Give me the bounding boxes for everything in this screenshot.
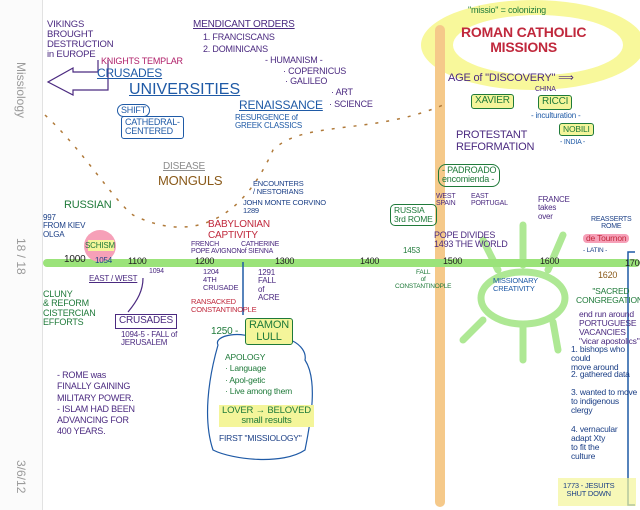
note-galileo: · GALILEO (285, 76, 328, 86)
list-item-4: 4. vernacular adapt Xty to fit the cultu… (571, 424, 618, 461)
note-humanism: - HUMANISM - (265, 55, 323, 65)
notebook-title[interactable]: Missiology (14, 62, 28, 119)
note-resurgence: RESURGENCE of GREEK CLASSICS (235, 113, 303, 131)
note-art: · ART (331, 87, 353, 97)
note-1453: 1453 (403, 246, 420, 255)
note-nobili: NOBILI (559, 123, 594, 136)
note-jesuits-shut-down: 1773 - JESUITS SHUT DOWN (563, 481, 615, 498)
note-missio: "missio" = colonizing (468, 5, 546, 15)
note-fall-constantinople: FALL of CONSTANTINOPLE (395, 269, 452, 290)
note-copernicus: · COPERNICUS (283, 66, 347, 76)
note-reasserts-rome: REASSERTS ROME (591, 216, 632, 231)
sidebar: Missiology 18 / 18 3/6/12 (0, 0, 43, 510)
page-counter: 18 / 18 (14, 238, 28, 275)
note-1204-crusade: 1204 4TH CRUSADE (203, 267, 239, 292)
note-monguls: MONGULS (158, 173, 223, 188)
note-east-west: EAST / WEST (89, 274, 138, 283)
note-fall-acre: 1291 FALL of ACRE (258, 268, 280, 303)
note-canvas[interactable]: VIKINGS BROUGHT DESTRUCTION in EUROPE KN… (43, 0, 640, 510)
note-west-spain: WEST SPAIN (436, 193, 456, 208)
note-disease: DISEASE (163, 161, 205, 172)
note-ransacked: RANSACKED CONSTANTINOPLE (191, 297, 257, 314)
note-knights-templar: KNIGHTS TEMPLAR (101, 56, 183, 66)
note-france-takes-over: FRANCE takes over (538, 195, 570, 221)
year-1500: 1500 (443, 256, 463, 266)
note-apology: APOLOGY · Language · Apol-getic · Live a… (225, 352, 292, 397)
note-latin: - LATIN - (583, 247, 608, 254)
note-china: CHINA (535, 86, 556, 93)
note-crusades-box: CRUSADES (115, 314, 177, 329)
note-babylonian-captivity: BABYLONIAN CAPTIVITY (208, 219, 270, 241)
page-date: 3/6/12 (14, 460, 28, 494)
note-russia-third-rome: RUSSIA 3rd ROME (390, 204, 437, 226)
note-protestant-reformation: PROTESTANT REFORMATION (456, 129, 535, 153)
note-crusades-top: CRUSADES (97, 66, 163, 80)
jesuits-box (558, 478, 636, 506)
year-1400: 1400 (360, 256, 380, 266)
list-item-3: 3. wanted to move to indigenous clergy (571, 387, 638, 415)
year-1100: 1100 (128, 256, 147, 266)
drawing-layer (43, 0, 640, 507)
note-1250: 1250 - (211, 326, 239, 337)
note-fall-jerusalem: 1094-5 - FALL of JERUSALEM (121, 330, 178, 348)
note-age-of-discovery: AGE of "DISCOVERY" ⟹ (448, 72, 574, 84)
sunburst (459, 221, 569, 364)
note-catherine-sienna: CATHERINE of SIENNA (241, 241, 280, 256)
note-cathedral-centered: CATHEDRAL- CENTERED (121, 116, 184, 139)
note-schism: SCHISM (85, 241, 115, 250)
note-dominicans: 2. DOMINICANS (203, 44, 268, 54)
note-encounters: ENCOUNTERS / NESTORIANS (253, 179, 304, 196)
yellow-glow-inner (453, 15, 623, 75)
note-mendicant-orders: MENDICANT ORDERS (193, 19, 295, 30)
note-franciscans: 1. FRANCISCANS (203, 32, 275, 42)
year-1300: 1300 (275, 256, 295, 266)
list-item-2: 2. gathered data (571, 369, 630, 379)
note-lover-beloved: LOVER → BELOVED small results (219, 405, 314, 427)
year-1700: 1700 (625, 258, 640, 268)
list-item-1: 1. bishops who could move around (571, 344, 625, 372)
note-inculturation: - inculturation - (531, 111, 581, 120)
note-xavier: XAVIER (471, 94, 514, 109)
note-rome-islam: - ROME was FINALLY GAINING MILITARY POWE… (57, 370, 135, 437)
note-east-portugal: EAST PORTUGAL (471, 193, 508, 208)
note-de-tournon: de Tournon (583, 234, 630, 243)
year-1200: 1200 (195, 256, 215, 266)
year-1054: 1054 (95, 256, 112, 265)
note-cluny-cistercian: CLUNY & REFORM CISTERCIAN EFFORTS (43, 289, 96, 328)
year-1000: 1000 (64, 254, 86, 265)
note-ricci: RICCI (538, 95, 573, 110)
note-roman-catholic-missions: ROMAN CATHOLIC MISSIONS (461, 24, 587, 56)
note-universities: UNIVERSITIES (129, 81, 241, 98)
note-padroado: - PADROADO encomienda - (438, 164, 501, 187)
year-1600: 1600 (540, 256, 560, 266)
note-renaissance: RENAISSANCE (239, 98, 323, 112)
note-ramon-lull: RAMON LULL (245, 318, 293, 346)
viking-arrow (46, 60, 109, 96)
note-vikings: VIKINGS BROUGHT DESTRUCTION in EUROPE (47, 19, 114, 60)
note-russian: RUSSIAN (64, 199, 112, 211)
note-india: - INDIA - (560, 139, 586, 146)
dotted-trend (44, 104, 444, 228)
note-kiev-olga: 997 FROM KIEV OLGA (43, 213, 86, 239)
note-end-run: end run around PORTUGUESE VACANCIES "vic… (579, 309, 640, 346)
note-1094: 1094 (149, 268, 164, 275)
schism-fill (88, 240, 114, 251)
note-avignon: FRENCH POPE AVIGNON (191, 241, 242, 256)
note-missionary-creativity: MISSIONARY CREATIVITY (493, 276, 538, 293)
note-first-missiology: FIRST "MISSIOLOGY" (219, 433, 302, 443)
note-monte-corvino: JOHN MONTE CORVINO 1289 (243, 198, 326, 215)
note-science: · SCIENCE (329, 99, 373, 109)
note-1620: 1620 (598, 270, 618, 280)
note-pope-divides: POPE DIVIDES 1493 THE WORLD (434, 230, 508, 250)
note-sacred-congregation: "SACRED CONGREGATION" (576, 286, 640, 305)
crusade-arrow (127, 277, 144, 313)
